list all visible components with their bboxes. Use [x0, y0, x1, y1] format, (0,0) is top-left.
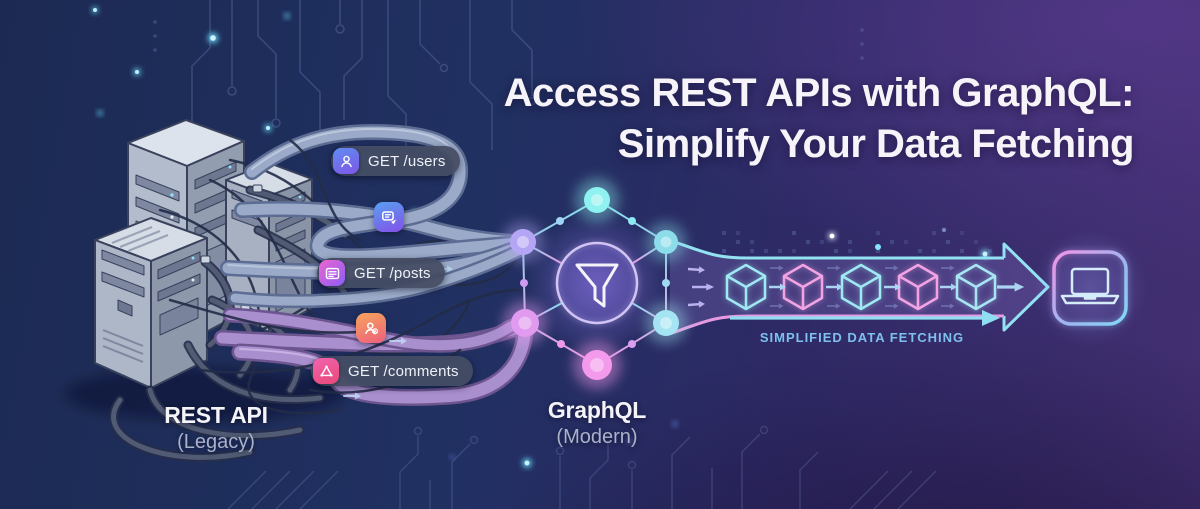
title-line-1: Access REST APIs with GraphQL: [503, 71, 1135, 115]
chat-message-icon [374, 202, 404, 232]
title-line-2: Simplify Your Data Fetching [617, 121, 1135, 166]
graphql-subtitle: (Modern) [556, 426, 638, 448]
pixel-dots [722, 227, 992, 258]
document-icon [319, 260, 345, 286]
endpoint-label-posts: GET /posts [354, 264, 431, 282]
circuit-pattern-bottom [227, 425, 937, 509]
rest-api-title: REST API [164, 402, 268, 428]
rest-api-subtitle: (Legacy) [177, 431, 255, 453]
cable-tubes [158, 123, 534, 415]
endpoint-badge-posts: GET /posts [317, 258, 445, 288]
funnel-icon [575, 263, 619, 308]
user-clock-icon [356, 313, 386, 343]
data-flow-arrow [670, 227, 1050, 335]
endpoint-badge-users: GET /users [331, 146, 460, 176]
endpoint-label-comments: GET /comments [348, 362, 459, 380]
graph-triangle-icon [313, 358, 339, 384]
flow-caption: SIMPLIFIED DATA FETCHING [759, 330, 965, 345]
page-title: Access REST APIs with GraphQL: Simplify … [503, 68, 1135, 170]
circuit-pattern-top [153, 0, 864, 160]
rest-api-label: REST API (Legacy) [126, 402, 306, 454]
edge-dots [520, 217, 670, 348]
graphql-title: GraphQL [547, 397, 647, 423]
graphql-label: GraphQL (Modern) [507, 397, 687, 449]
network-nodes [502, 178, 687, 389]
graphql-network [502, 178, 687, 389]
endpoint-label-users: GET /users [368, 152, 446, 170]
endpoint-badge-comments: GET /comments [311, 356, 473, 386]
laptop-icon [1032, 230, 1148, 346]
user-icon [333, 148, 359, 174]
